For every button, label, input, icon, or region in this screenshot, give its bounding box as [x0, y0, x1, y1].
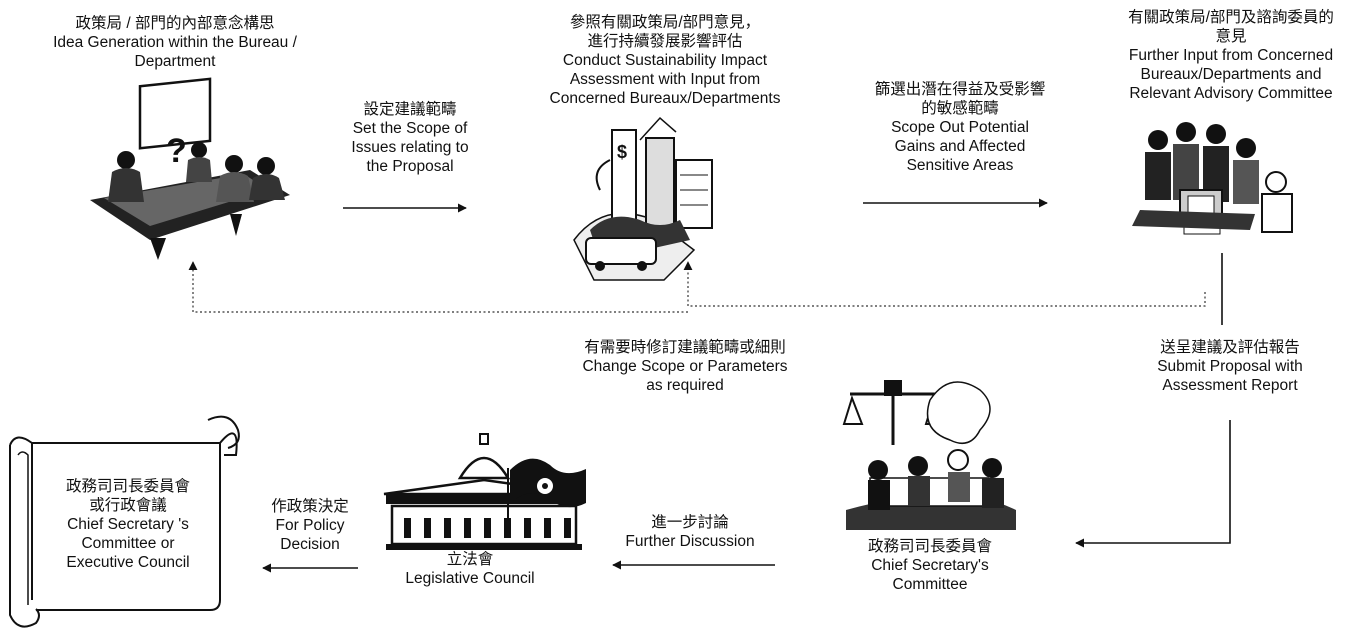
exco-en-line3: Executive Council — [66, 554, 190, 571]
revise-scope-label: 有需要時修訂建議範疇或細則 Change Scope or Parameters… — [525, 338, 845, 395]
exco-en-line2: Committee or — [81, 535, 175, 552]
assess-en-line3: Concerned Bureaux/Departments — [549, 90, 781, 107]
scope-zh: 設定建議範疇 — [363, 101, 457, 118]
exco-en-line1: Chief Secretary 's — [67, 516, 189, 533]
submit-zh: 送呈建議及評估報告 — [1160, 339, 1300, 356]
chief-secretary-committee-label: 政務司司長委員會 Chief Secretary's Committee — [830, 537, 1030, 594]
screen-en-line3: Sensitive Areas — [906, 157, 1014, 174]
revise-en-line1: Change Scope or Parameters — [582, 358, 788, 375]
committee-justice-illustration — [842, 380, 1016, 530]
scope-en-line2: Issues relating to — [351, 139, 469, 156]
board-question-mark: ? — [166, 132, 187, 170]
further-input-zh-line1: 有關政策局/部門及諮詢委員的 — [1128, 9, 1334, 26]
submit-proposal-label: 送呈建議及評估報告 Submit Proposal with Assessmen… — [1110, 338, 1350, 395]
revise-zh: 有需要時修訂建議範疇或細則 — [584, 339, 786, 356]
feedback-loop-to-idea — [188, 261, 688, 313]
meeting-room-illustration: ? — [90, 77, 290, 260]
discussion-zh: 進一步討論 — [651, 514, 729, 531]
csc-zh: 政務司司長委員會 — [867, 538, 992, 555]
assess-zh-line1: 參照有關政策局/部門意見， — [569, 14, 761, 31]
advisory-group-illustration — [1132, 122, 1293, 235]
set-scope-label: 設定建議範疇 Set the Scope of Issues relating … — [320, 100, 500, 176]
decision-en-line2: Decision — [280, 536, 340, 553]
assess-zh-line2: 進行持續發展影響評估 — [587, 33, 743, 50]
legco-building-illustration — [383, 433, 586, 550]
arrow-submit-to-csc — [1075, 420, 1231, 548]
csc-en-line1: Chief Secretary's — [871, 557, 989, 574]
assess-en-line1: Conduct Sustainability Impact — [562, 52, 768, 69]
exco-zh-line2: 或行政會議 — [89, 497, 167, 514]
screen-en-line1: Scope Out Potential — [891, 119, 1029, 136]
decision-zh: 作政策決定 — [271, 498, 349, 515]
sustainability-assessment-label: 參照有關政策局/部門意見， 進行持續發展影響評估 Conduct Sustain… — [505, 13, 825, 108]
submit-en-line1: Submit Proposal with — [1157, 358, 1303, 375]
assess-en-line2: Assessment with Input from — [569, 71, 761, 88]
legco-zh: 立法會 — [446, 551, 494, 568]
idea-en-line2: Department — [134, 53, 216, 70]
scope-en-line3: the Proposal — [366, 158, 454, 175]
further-input-label: 有關政策局/部門及諮詢委員的 意見 Further Input from Con… — [1097, 8, 1365, 103]
idea-zh: 政策局 / 部門的內部意念構思 — [75, 15, 275, 32]
legco-en: Legislative Council — [405, 570, 535, 587]
idea-en-line1: Idea Generation within the Bureau / — [53, 34, 297, 51]
scope-out-gains-label: 篩選出潛在得益及受影響 的敏感範疇 Scope Out Potential Ga… — [835, 80, 1085, 175]
policy-decision-label: 作政策決定 For Policy Decision — [250, 497, 370, 554]
further-input-en-line1: Further Input from Concerned — [1128, 47, 1334, 64]
screen-zh-line2: 的敏感範疇 — [921, 100, 999, 117]
scroll-document-frame — [9, 415, 240, 628]
decision-en-line1: For Policy — [275, 517, 345, 534]
revise-en-line2: as required — [646, 377, 724, 394]
further-input-en-line3: Relevant Advisory Committee — [1129, 85, 1333, 102]
screen-en-line2: Gains and Affected — [894, 138, 1026, 155]
csc-en-line2: Committee — [892, 576, 968, 593]
exco-zh-line1: 政務司司長委員會 — [65, 478, 190, 495]
dollar-sign-mark: $ — [617, 142, 627, 162]
feedback-loop-to-assess — [683, 261, 1206, 307]
scope-en-line1: Set the Scope of — [352, 120, 468, 137]
further-input-zh-line2: 意見 — [1215, 28, 1247, 45]
screen-zh-line1: 篩選出潛在得益及受影響 — [874, 81, 1046, 98]
city-illustration: $ — [573, 116, 713, 281]
executive-council-label: 政務司司長委員會 或行政會議 Chief Secretary 's Commit… — [38, 477, 218, 572]
further-discussion-label: 進一步討論 Further Discussion — [590, 513, 790, 551]
idea-generation-label: 政策局 / 部門的內部意念構思 Idea Generation within t… — [10, 14, 340, 71]
legislative-council-label: 立法會 Legislative Council — [370, 550, 570, 588]
submit-en-line2: Assessment Report — [1162, 377, 1298, 394]
discussion-en: Further Discussion — [625, 533, 755, 550]
further-input-en-line2: Bureaux/Departments and — [1140, 66, 1322, 83]
